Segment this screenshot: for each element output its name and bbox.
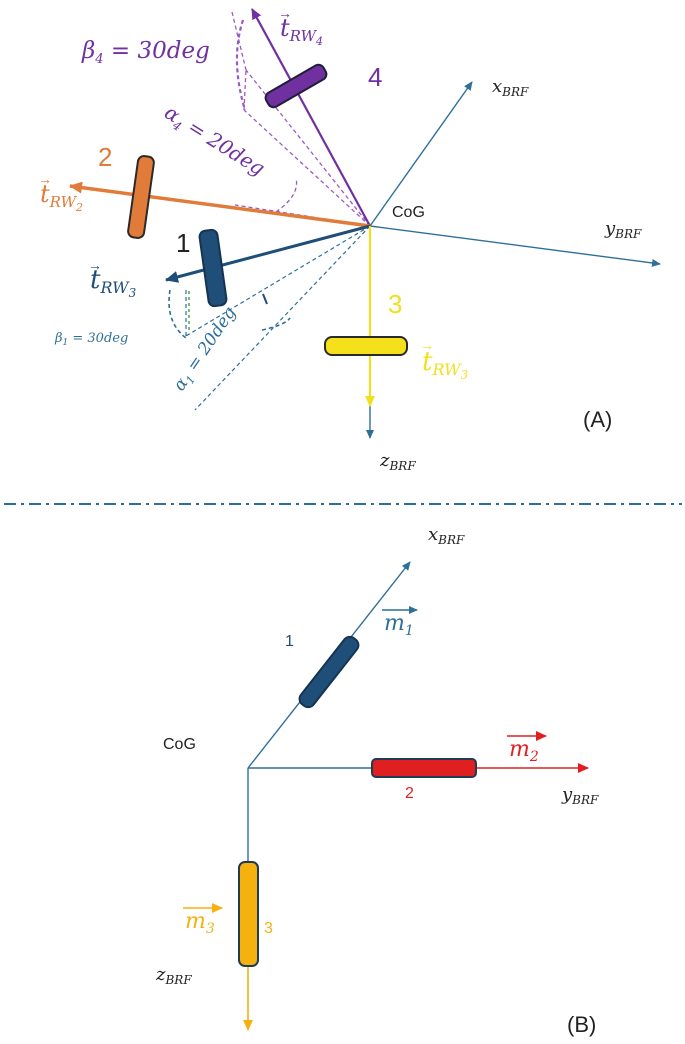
z-axis-a-label: zBRF <box>379 450 416 473</box>
beta4-label: β4 = 30deg <box>81 38 210 67</box>
svg-text:m2: m2 <box>509 737 539 765</box>
rod-3-number: 3 <box>264 920 273 937</box>
y-axis-a <box>369 225 661 267</box>
svg-text:m3: m3 <box>185 909 215 937</box>
wheel-2-number: 2 <box>98 142 112 172</box>
alpha1-navy-tick <box>262 293 268 305</box>
panel-b: 1 2 3 m1 m2 m3 xBRF yBRF zBRF CoG (B) <box>155 524 599 1037</box>
reaction-wheel-4 <box>264 63 328 109</box>
z-axis-b-label: zBRF <box>155 964 192 987</box>
svg-text:tRW3: tRW3 <box>422 347 469 382</box>
panel-a: 4 2 1 3 → tRW4 → tRW2 → tRW3 → tRW3 β4 =… <box>38 5 661 473</box>
svg-text:→: → <box>420 337 434 353</box>
x-axis-b-label: xBRF <box>428 524 465 547</box>
x-axis-a <box>369 81 473 227</box>
torque-rw4-arrow <box>251 8 371 227</box>
rod-1-number: 1 <box>285 633 294 650</box>
reaction-wheel-3 <box>324 336 408 356</box>
svg-text:→: → <box>278 5 292 21</box>
reaction-wheel-2 <box>127 155 155 239</box>
svg-text:tRW4: tRW4 <box>280 14 323 48</box>
wheel-4-number: 4 <box>368 62 382 92</box>
torque-rw2-arrow <box>69 181 371 228</box>
cog-label-a: CoG <box>392 204 425 221</box>
label-m2: m2 <box>507 731 547 765</box>
x-axis-a-label: xBRF <box>492 76 529 99</box>
alpha1-label: α1 = 20deg <box>170 303 243 396</box>
label-m3: m3 <box>183 903 223 937</box>
svg-text:→: → <box>88 257 102 273</box>
panel-b-label: (B) <box>567 1012 596 1037</box>
wheel1-construction <box>168 225 371 411</box>
label-t-rw1: → tRW3 <box>88 257 137 300</box>
label-t-rw4: → tRW4 <box>278 5 323 48</box>
svg-text:→: → <box>38 171 52 187</box>
svg-text:tRW2: tRW2 <box>40 180 83 214</box>
wheel-3-number: 3 <box>388 289 402 319</box>
label-t-rw2: → tRW2 <box>38 171 83 214</box>
label-t-rw3: → tRW3 <box>420 337 469 382</box>
magnetorquer-3 <box>238 861 259 967</box>
alpha4-label: α4 = 20deg <box>159 100 270 183</box>
beta1-label: β1 = 30deg <box>54 331 128 348</box>
reaction-wheel-1 <box>198 228 228 308</box>
torque-rw1-arrow <box>165 224 371 283</box>
magnetorquer-1 <box>298 635 360 709</box>
y-axis-b-label: yBRF <box>561 784 599 807</box>
svg-text:tRW3: tRW3 <box>90 265 137 300</box>
y-axis-a-label: yBRF <box>604 218 642 241</box>
magnetorquer-2 <box>371 758 477 778</box>
label-m1: m1 <box>382 606 418 639</box>
rod-2-number: 2 <box>405 785 414 802</box>
cog-label-b: CoG <box>163 736 196 753</box>
wheel-1-number: 1 <box>176 228 190 258</box>
panel-a-label: (A) <box>583 407 612 432</box>
svg-text:m1: m1 <box>384 611 414 639</box>
